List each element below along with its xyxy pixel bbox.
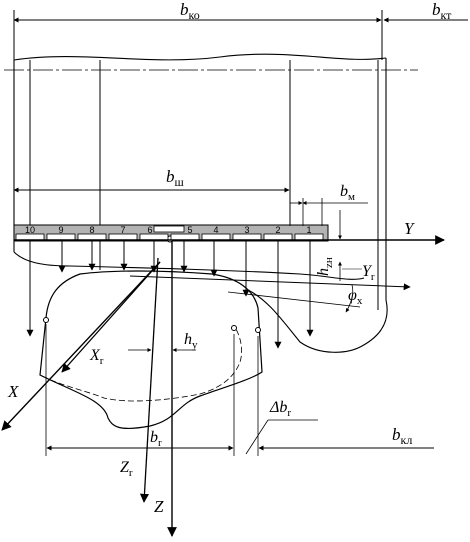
sensor-number: 2 — [275, 225, 280, 235]
sensor-number: 10 — [25, 225, 35, 235]
phi-x-arc — [345, 284, 354, 313]
label-h-zn: hzн — [315, 257, 335, 276]
sensor-numbers: 10 9 8 7 6 5 4 3 2 1 — [25, 225, 312, 235]
label-x-r: Xr — [89, 347, 104, 367]
label-b-r: br — [150, 429, 162, 449]
rail-body — [4, 53, 418, 353]
axis-label-x: X — [7, 382, 19, 401]
sensor-number: 7 — [120, 225, 125, 235]
label-b-m: bм — [340, 183, 355, 203]
bottom-dimensions — [45, 324, 434, 456]
sensor-number: 6 — [147, 225, 152, 235]
sensor-number: 1 — [306, 225, 311, 235]
label-b-sh: bш — [166, 167, 185, 189]
sensor-number: 9 — [58, 225, 63, 235]
sensor-number: 5 — [187, 225, 192, 235]
label-b-ko: bко — [180, 0, 200, 22]
sensor-number: 4 — [213, 225, 218, 235]
axis-label-y: Y — [404, 219, 415, 238]
label-b-kl: bкл — [392, 425, 412, 447]
sensor-slots — [15, 233, 324, 241]
bar-dimensions — [13, 180, 368, 226]
sensor-number: 8 — [89, 225, 94, 235]
axes — [1, 235, 445, 537]
label-h-y: hy — [184, 331, 198, 351]
measuring-rays — [26, 241, 314, 349]
label-z-r: Zr — [120, 459, 133, 479]
label-delta-b-r: Δbr — [269, 399, 291, 419]
label-b-kt: bкт — [432, 0, 452, 22]
rail-profile — [39, 270, 263, 430]
top-dimension — [13, 10, 468, 60]
axis-label-z: Z — [154, 497, 164, 516]
label-phi-x: φx — [348, 287, 363, 307]
h-zn-dimension — [338, 210, 362, 281]
label-y-r: Yr — [362, 263, 375, 283]
sensor-number: 3 — [244, 225, 249, 235]
